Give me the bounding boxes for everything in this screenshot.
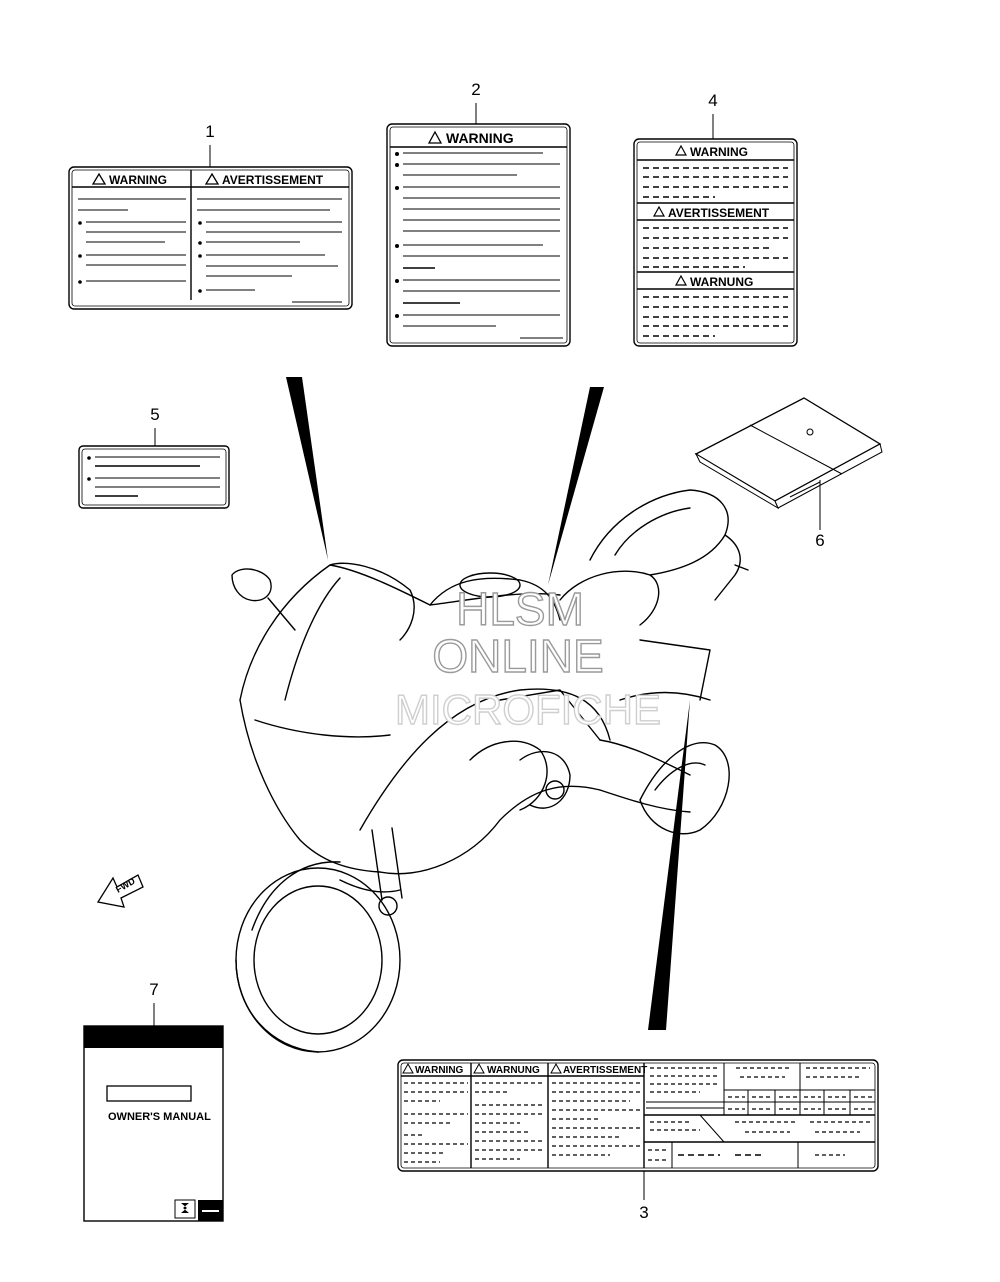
item-7-owners-manual: 7 OWNER'S MANUAL [83, 980, 224, 1222]
label-2-text-lines [395, 152, 563, 339]
item-6-sheet: 6 [694, 397, 883, 550]
callout-number-6: 6 [815, 531, 824, 550]
warning-triangle-icon [402, 1062, 414, 1074]
pointer-wedge-label-1 [286, 377, 328, 560]
warning-triangle-icon [473, 1062, 485, 1074]
label-3-warnung-header: WARNUNG [487, 1065, 540, 1076]
motorcycle-illustration [231, 489, 749, 1053]
watermark-line-2: ONLINE [432, 630, 603, 682]
watermark: HLSM ONLINE MICROFICHE [394, 582, 661, 733]
callout-number-3: 3 [639, 1203, 648, 1222]
fwd-arrow-icon: FWD [96, 874, 144, 908]
label-1-warning-header: WARNING [109, 173, 167, 187]
warning-triangle-icon [674, 274, 688, 286]
label-3: WARNING WARNUNG AVERTISSEMENT [397, 1059, 879, 1222]
callout-number-7: 7 [149, 980, 158, 999]
watermark-line-1: HLSM [456, 583, 584, 635]
label-4-text-lines [643, 167, 788, 337]
label-4-warning-header: WARNING [690, 145, 748, 159]
warning-triangle-icon [427, 130, 443, 144]
label-1: 1 WARNING AVERTISSEMENT [68, 122, 353, 310]
callout-number-1: 1 [205, 122, 214, 141]
manual-title: OWNER'S MANUAL [108, 1111, 211, 1123]
suzuki-logo-icon [181, 1203, 189, 1213]
label-1-text-lines [78, 198, 342, 303]
label-4-avertissement-header: AVERTISSEMENT [668, 206, 770, 220]
warning-triangle-icon [674, 144, 688, 156]
label-4-warnung-header: WARNUNG [690, 275, 753, 289]
warning-triangle-icon [204, 172, 220, 185]
callout-number-2: 2 [471, 80, 480, 99]
label-3-text-lines [404, 1082, 640, 1163]
warning-triangle-icon [550, 1062, 562, 1074]
label-3-warning-header: WARNING [415, 1065, 464, 1076]
label-3-tables [644, 1063, 875, 1168]
label-1-avertissement-header: AVERTISSEMENT [222, 173, 324, 187]
warning-triangle-icon [91, 172, 107, 185]
pointer-wedges [286, 377, 690, 1030]
warning-triangle-icon [652, 205, 666, 217]
label-2-warning-header: WARNING [446, 130, 514, 146]
callout-number-4: 4 [708, 91, 717, 110]
label-3-avertissement-header: AVERTISSEMENT [563, 1065, 647, 1076]
pointer-wedge-label-3 [648, 700, 690, 1030]
label-5-text-lines [87, 456, 220, 497]
label-2: 2 WARNING [386, 80, 571, 347]
watermark-line-3: MICROFICHE [395, 686, 661, 733]
pointer-wedge-label-2 [548, 387, 604, 585]
label-4: 4 WARNING AVERTISSEMENT WARNUNG [633, 91, 798, 347]
label-5: 5 [78, 405, 230, 509]
callout-number-5: 5 [150, 405, 159, 424]
